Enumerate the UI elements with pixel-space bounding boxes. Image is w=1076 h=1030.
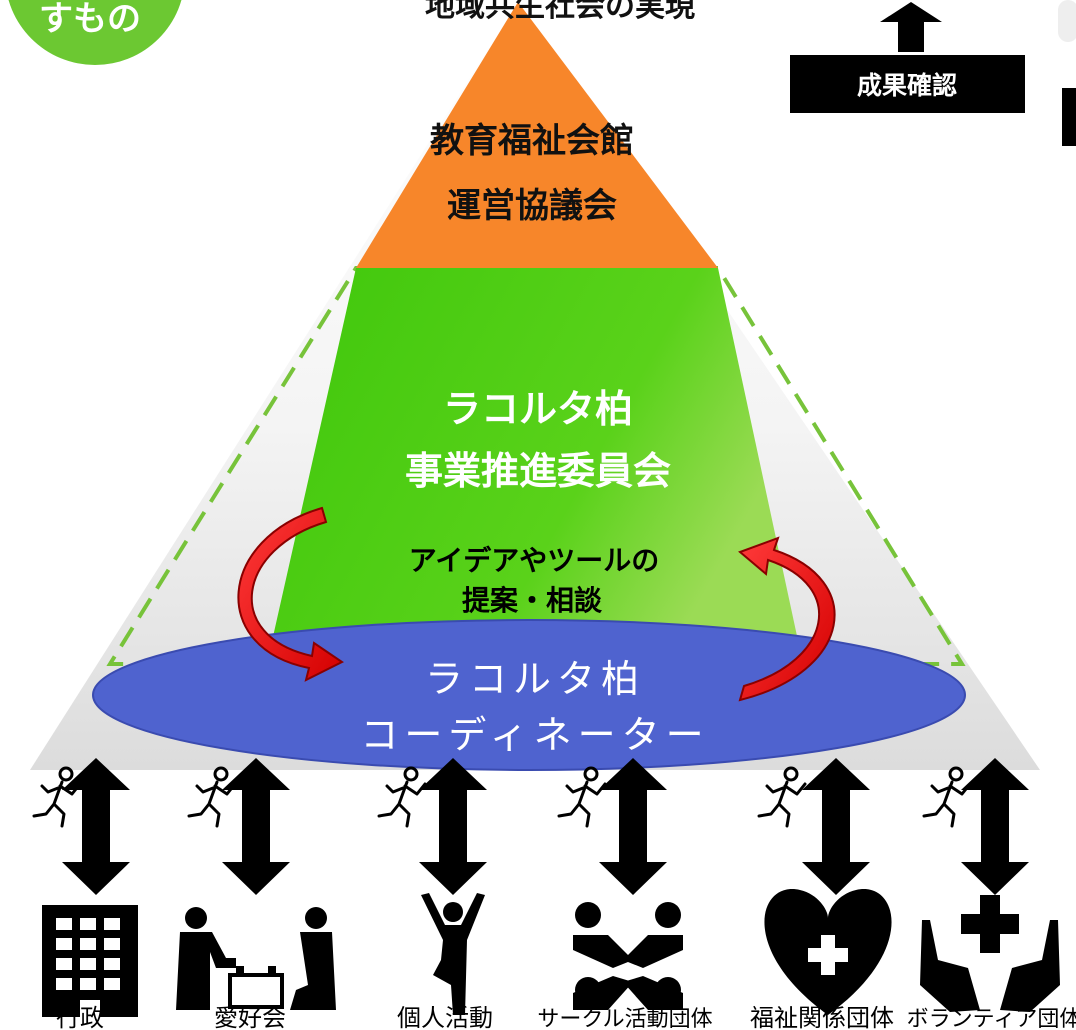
side-black-bar — [1062, 88, 1076, 146]
result-check-tag — [790, 55, 1025, 113]
double-arrow-icon — [961, 758, 1029, 895]
double-arrow-icon — [802, 758, 870, 895]
hobby-club-icon — [176, 907, 336, 1010]
double-arrow-icon — [599, 758, 667, 895]
top-goal: 地域共生社会の実現 — [425, 0, 695, 24]
double-arrow-icon — [62, 758, 130, 895]
proposal-line2: 提案・相談 — [462, 584, 603, 617]
coordinator-line2: コーディネーター — [360, 713, 709, 757]
group-label: 福祉関係団体 — [750, 1004, 894, 1030]
up-arrow-icon — [880, 2, 942, 52]
runner-icon — [922, 766, 972, 828]
double-arrow-icon — [222, 758, 290, 895]
groups-layer: 行政 愛好会 個人活動 サークル活動団体 福祉関係団体ボランティア団体 — [32, 758, 1076, 1030]
council-line2: 運営協議会 — [447, 186, 617, 226]
group-4: サークル活動団体 — [537, 758, 713, 1030]
council-line1: 教育福祉会館 — [430, 121, 634, 161]
group-2: 愛好会 — [176, 758, 336, 1030]
helping-hands-icon — [920, 895, 1060, 1012]
double-arrow-icon — [419, 758, 487, 895]
group-5: 福祉関係団体 — [750, 758, 894, 1030]
group-1: 行政 — [32, 758, 138, 1030]
left-cycle-arrow-icon — [237, 506, 344, 682]
corner-badge-text: すもの — [39, 0, 141, 39]
runner-icon — [557, 766, 607, 828]
committee-section — [270, 268, 800, 650]
group-label: サークル活動団体 — [537, 1007, 712, 1030]
committee-line2: 事業推進委員会 — [405, 449, 671, 493]
corner-badge — [8, 0, 182, 65]
runner-icon — [377, 766, 427, 828]
individual-person-icon — [421, 893, 485, 1015]
coordinator-line1: ラコルタ柏 — [425, 657, 645, 701]
runner-icon — [187, 766, 237, 828]
circle-group-icon — [573, 902, 683, 1010]
building-icon — [42, 905, 138, 1017]
committee-line1: ラコルタ柏 — [443, 387, 633, 431]
side-grey-panel — [1058, 0, 1076, 42]
proposal-line1: アイデアやツールの — [409, 544, 660, 577]
group-label: 行政 — [56, 1004, 104, 1030]
right-cycle-arrow-icon — [738, 536, 836, 702]
group-label: ボランティア団体 — [907, 1007, 1076, 1030]
runner-icon — [757, 766, 807, 828]
group-6: ボランティア団体 — [907, 758, 1076, 1030]
result-check-label: 成果確認 — [857, 71, 957, 100]
group-label: 愛好会 — [214, 1004, 286, 1030]
group-3: 個人活動 — [377, 758, 493, 1030]
group-label: 個人活動 — [397, 1004, 493, 1030]
result-check-group: 成果確認 — [790, 2, 1025, 113]
council-section — [356, 2, 718, 268]
runner-icon — [32, 766, 82, 828]
heart-plus-icon — [764, 889, 892, 1015]
